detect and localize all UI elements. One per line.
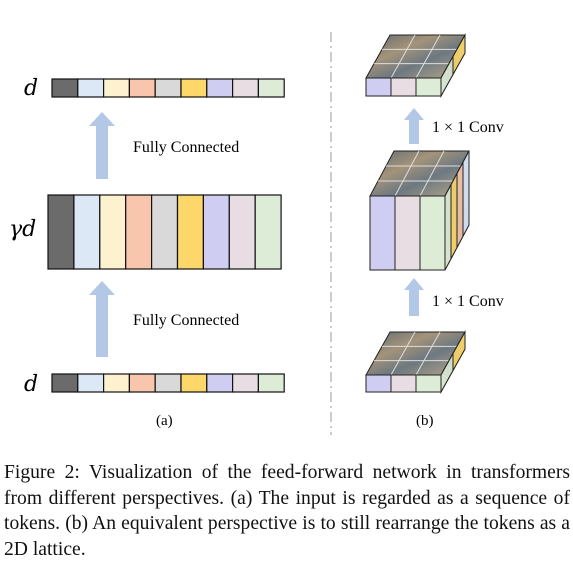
fc-label-bottom: Fully Connected	[133, 312, 239, 329]
lattice-cube-middle	[369, 150, 470, 271]
arrow-up-icon	[404, 108, 424, 144]
lattice-front-cell	[415, 77, 442, 97]
arrow-up-icon	[89, 112, 115, 179]
token-cell	[77, 78, 105, 98]
token-cell	[254, 194, 282, 270]
lattice-front-cell	[365, 374, 392, 393]
token-cell	[77, 373, 105, 393]
lattice-front-cell	[365, 77, 392, 97]
arrow-up-icon	[89, 281, 115, 357]
lattice-side-slice	[456, 162, 464, 248]
token-strip-top	[51, 78, 285, 98]
conv-label-top: 1 × 1 Conv	[432, 119, 504, 136]
token-cell	[257, 373, 285, 393]
token-cell	[206, 78, 234, 98]
token-cell	[228, 194, 256, 270]
arrow-up-icon	[404, 278, 424, 316]
token-cell	[154, 78, 182, 98]
token-cell	[128, 78, 156, 98]
lattice-front-cell	[369, 195, 396, 271]
lattice-cube-top	[365, 33, 466, 98]
fc-label-top: Fully Connected	[133, 139, 239, 156]
token-strip-bottom	[51, 373, 285, 393]
lattice-cube-bottom	[365, 330, 466, 394]
token-cell	[99, 194, 127, 270]
token-cell	[47, 194, 75, 270]
token-cell	[125, 194, 153, 270]
token-cell	[102, 78, 130, 98]
lattice-front-cell	[415, 374, 442, 393]
token-cell	[180, 78, 208, 98]
token-cell	[102, 373, 130, 393]
lattice-front-cell	[419, 195, 446, 271]
token-cell	[180, 373, 208, 393]
token-cell	[51, 78, 79, 98]
lattice-side-slice	[452, 330, 466, 373]
token-cell	[202, 194, 230, 270]
token-cell	[176, 194, 204, 270]
lattice-side-slice	[450, 173, 458, 259]
token-cell	[206, 373, 234, 393]
token-cell	[128, 373, 156, 393]
lattice-side-slice	[452, 33, 466, 77]
figure-diagram: d γd d Fully Connected Fully Connected (…	[9, 32, 504, 435]
conv-label-bottom: 1 × 1 Conv	[432, 293, 504, 310]
token-strip-middle	[47, 194, 282, 270]
label-gamma-d: γd	[9, 217, 36, 242]
lattice-side-slice	[462, 150, 470, 237]
subfigure-label-a: (a)	[156, 413, 173, 429]
token-cell	[151, 194, 179, 270]
token-cell	[232, 78, 260, 98]
token-cell	[154, 373, 182, 393]
figure-caption: Figure 2: Visualization of the feed-forw…	[4, 462, 570, 560]
lattice-front-cell	[390, 77, 417, 97]
token-cell	[73, 194, 101, 270]
token-cell	[257, 78, 285, 98]
lattice-front-cell	[394, 195, 421, 271]
label-d-bottom: d	[24, 372, 38, 397]
lattice-side-slice	[444, 184, 452, 271]
subfigure-label-b: (b)	[416, 413, 434, 429]
token-cell	[51, 373, 79, 393]
lattice-front-cell	[390, 374, 417, 393]
token-cell	[232, 373, 260, 393]
label-d-top: d	[24, 76, 38, 101]
